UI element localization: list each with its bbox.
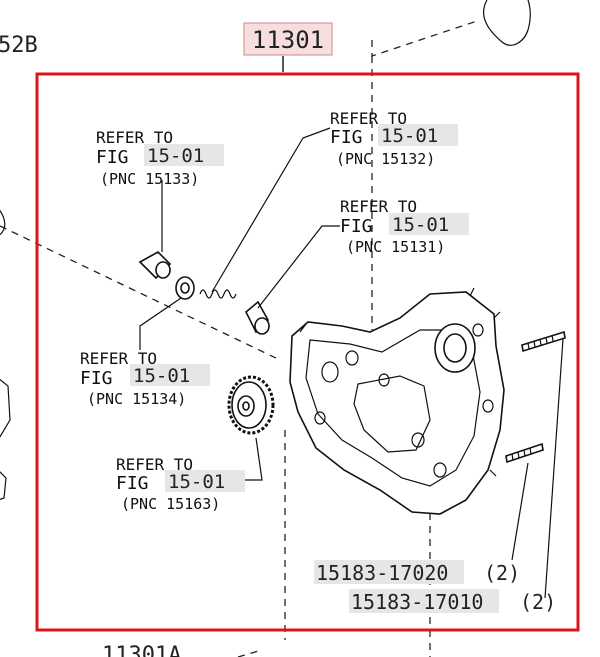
callout-pnc: (PNC 15163) bbox=[121, 495, 220, 513]
part-number[interactable]: 15183-17010 bbox=[351, 590, 483, 614]
edge-part-left-top bbox=[0, 209, 6, 236]
callout-fig-prefix: FIG bbox=[80, 368, 113, 389]
leader-15183-17020 bbox=[511, 462, 529, 561]
fig-number-highlight bbox=[165, 470, 245, 492]
assembly-boundary-frame bbox=[35, 72, 580, 632]
spring-part bbox=[199, 289, 237, 299]
callout-pnc: (PNC 15134) bbox=[87, 390, 186, 408]
valve-part bbox=[245, 300, 270, 335]
washer-part bbox=[175, 276, 195, 300]
callout-pnc-15163[interactable]: REFER TO FIG 15-01 (PNC 15163) bbox=[116, 455, 245, 513]
callout-refer-label: REFER TO bbox=[330, 109, 407, 128]
callout-fig-number[interactable]: 15-01 bbox=[147, 145, 204, 167]
callout-fig-number[interactable]: 15-01 bbox=[381, 125, 438, 147]
part-quantity: (2) bbox=[520, 590, 556, 614]
part-number-highlight bbox=[349, 589, 499, 613]
leader-15131 bbox=[257, 225, 340, 309]
gear-part bbox=[227, 375, 275, 435]
leader-15183-17010 bbox=[544, 338, 564, 599]
plug-part bbox=[138, 251, 172, 280]
callout-pnc-15133[interactable]: REFER TO FIG 15-01 (PNC 15133) bbox=[96, 128, 224, 188]
pump-housing-part bbox=[289, 287, 505, 515]
callout-refer-label: REFER TO bbox=[340, 197, 417, 216]
leader-15163 bbox=[244, 437, 263, 481]
callout-fig-number[interactable]: 15-01 bbox=[133, 365, 190, 387]
fig-number-highlight bbox=[389, 213, 469, 235]
callout-fig-number[interactable]: 15-01 bbox=[168, 471, 225, 493]
callout-pnc-15134[interactable]: REFER TO FIG 15-01 (PNC 15134) bbox=[80, 349, 210, 408]
part-number-highlight bbox=[314, 560, 464, 584]
part-number-15183-17020[interactable]: 15183-17020 (2) bbox=[314, 560, 520, 585]
callout-pnc: (PNC 15131) bbox=[346, 238, 445, 256]
edge-gasket-shape bbox=[482, 0, 531, 46]
main-part-number[interactable]: 11301 bbox=[252, 26, 324, 54]
callout-refer-label: REFER TO bbox=[96, 128, 173, 147]
callout-fig-prefix: FIG bbox=[96, 147, 129, 168]
callout-pnc: (PNC 15132) bbox=[336, 150, 435, 168]
edge-part-left-bottom bbox=[0, 378, 11, 500]
sub-part-number[interactable]: 11301A bbox=[102, 643, 181, 657]
callout-pnc: (PNC 15133) bbox=[100, 170, 199, 188]
fig-number-highlight bbox=[130, 364, 210, 386]
assembly-line-top bbox=[371, 19, 481, 57]
edge-fragment-label: 52B bbox=[0, 33, 38, 58]
stud-lower-part bbox=[505, 442, 544, 464]
part-number[interactable]: 15183-17020 bbox=[316, 561, 448, 585]
fig-number-highlight bbox=[378, 124, 458, 146]
part-number-15183-17010[interactable]: 15183-17010 (2) bbox=[349, 589, 556, 614]
leader-15134 bbox=[139, 297, 182, 350]
callout-fig-prefix: FIG bbox=[340, 216, 373, 237]
callout-refer-label: REFER TO bbox=[116, 455, 193, 474]
part-quantity: (2) bbox=[484, 561, 520, 585]
assembly-line-bottom bbox=[237, 649, 263, 657]
stud-upper-part bbox=[521, 330, 566, 353]
callout-fig-prefix: FIG bbox=[330, 127, 363, 148]
callout-fig-prefix: FIG bbox=[116, 473, 149, 494]
fig-number-highlight bbox=[144, 144, 224, 166]
callout-fig-number[interactable]: 15-01 bbox=[392, 214, 449, 236]
callout-pnc-15131[interactable]: REFER TO FIG 15-01 (PNC 15131) bbox=[340, 197, 469, 256]
leader-15132 bbox=[211, 127, 331, 293]
callout-refer-label: REFER TO bbox=[80, 349, 157, 368]
callout-pnc-15132[interactable]: REFER TO FIG 15-01 (PNC 15132) bbox=[330, 109, 458, 168]
main-part-number-box bbox=[243, 22, 333, 56]
